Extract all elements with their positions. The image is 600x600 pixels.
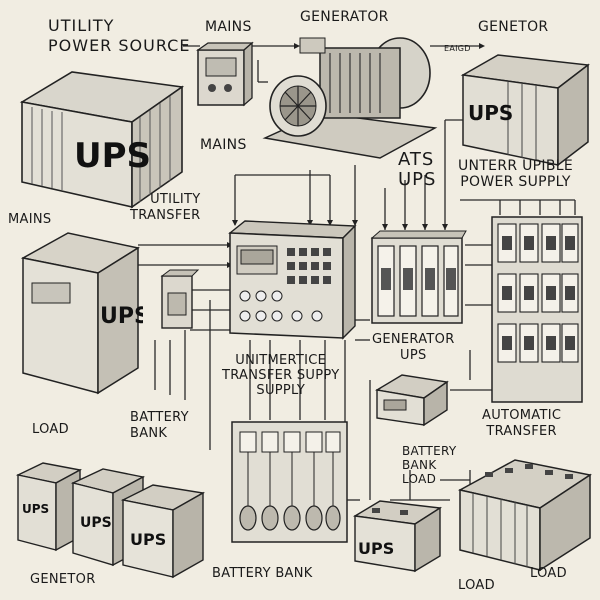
label-utility-power-source: UTILITY POWER SOURCE — [48, 16, 191, 55]
transfer-control-panel — [228, 220, 357, 340]
ups-cabinet-large: UPS — [19, 71, 185, 209]
ups-label-left: UPS — [100, 304, 143, 329]
label-battery-bank-load: BATTERY BANK LOAD — [402, 444, 457, 486]
label-generator-top: GENERATOR — [300, 9, 389, 25]
distribution-breaker-cabinet — [491, 216, 583, 403]
generator-engine — [262, 37, 438, 159]
battery-bank-panel — [231, 421, 348, 543]
label-load-left: LOAD — [32, 422, 69, 437]
ups-tower-left: UPS — [20, 232, 143, 395]
ups-label-bottom-2: UPS — [80, 515, 112, 531]
label-genetor-bottom: GENETOR — [30, 572, 96, 587]
battery-unit: UPS — [352, 500, 443, 573]
label-ats-ups: ATS UPS — [398, 149, 437, 190]
label-battery-bank-bottom: BATTERY BANK — [212, 566, 313, 581]
label-generator-ups: GENERATOR UPS — [372, 332, 455, 363]
label-mains-left: MAINS — [8, 212, 52, 227]
ups-label-bottom-3: UPS — [130, 530, 166, 549]
label-load-bottom-a: LOAD — [458, 578, 495, 593]
inverter-unit — [375, 374, 449, 427]
label-uninterruptible-power-supply: UNTERR UPIBLE POWER SUPPLY — [458, 158, 573, 190]
label-small-tag: EAIGD — [444, 44, 471, 53]
ups-rack-top-right: UPS — [460, 54, 590, 167]
label-load-bottom-b: LOAD — [530, 566, 567, 581]
battery-rack-bottom-right — [457, 459, 592, 572]
label-unitmertice-supply: UNITMERTICE TRANSFER SUPPY SUPPLY — [222, 353, 340, 398]
ups-group-bottom-left: UPS UPS UPS — [15, 462, 206, 579]
ups-label-top-right: UPS — [468, 101, 513, 125]
label-battery-bank-left: BATTERY BANK — [130, 410, 189, 441]
ups-label-bottom-1: UPS — [22, 502, 49, 516]
label-mains-top: MAINS — [205, 19, 252, 35]
ups-label-large: UPS — [74, 136, 151, 176]
label-utility-transfer: UTILITY TRANSFER — [130, 192, 201, 223]
ats-breaker-panel — [370, 230, 467, 324]
disconnect-switch-box — [160, 269, 200, 329]
ups-label-battery: UPS — [358, 539, 394, 558]
label-genetor-top-right: GENETOR — [478, 19, 549, 35]
label-automatic-transfer: AUTOMATIC TRANSFER — [482, 408, 562, 439]
mains-meter-box — [195, 41, 254, 107]
label-mains-mid: MAINS — [200, 137, 247, 153]
